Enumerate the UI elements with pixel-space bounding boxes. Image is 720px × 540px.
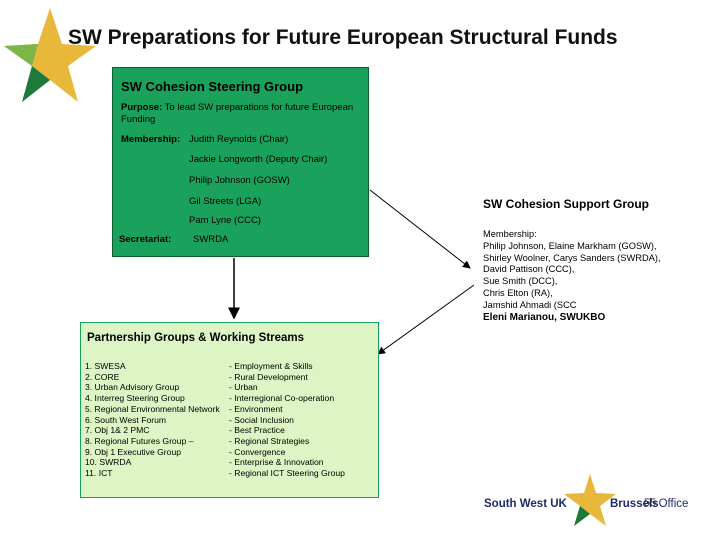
logo-right-text: BrusselsOffice [610,498,688,510]
working-stream: - Regional Strategies [229,435,310,446]
working-stream: - Rural Development [229,371,308,382]
list-item: 7. Obj 1& 2 PMC - Best Practice [85,425,345,436]
steering-member: Pam Lyne (CCC) [189,215,261,226]
list-item: 2. CORE - Rural Development [85,372,345,383]
logo-star-icon [564,474,616,526]
swuk-brussels-logo: South West UK BrusselsOffice [476,468,688,532]
steering-member: Philip Johnson (GOSW) [189,175,290,186]
list-item: 10. SWRDA - Enterprise & Innovation [85,457,345,468]
partnership-heading: Partnership Groups & Working Streams [87,332,305,344]
partnership-group: 6. South West Forum [85,414,167,425]
partnership-group: 5. Regional Environmental Network [85,403,220,414]
steering-group-purpose: Purpose: To lead SW preparations for fut… [121,102,361,126]
support-last-member: Eleni Marianou, SWUKBO [483,311,606,323]
list-item: 4. Interreg Steering Group - Interregiona… [85,393,345,404]
support-membership-line: Chris Elton (RA), [483,287,553,298]
logo-office: Office [658,498,689,510]
page-title: SW Preparations for Future European Stru… [68,26,618,49]
working-stream: - Environment [229,403,283,414]
logo-brussels: Brussels [610,498,659,510]
support-membership-line: Jamshid Ahmadi (SCC [483,299,577,310]
page-number: 55 [644,497,657,509]
partnership-box: Partnership Groups & Working Streams 1. … [80,322,379,498]
working-stream: - Social Inclusion [229,414,294,425]
list-item: 1. SWESA - Employment & Skills [85,361,345,372]
support-membership-line: David Pattison (CCC), [483,264,575,275]
list-item: 6. South West Forum - Social Inclusion [85,415,345,426]
steering-member: Judith Reynolds (Chair) [189,134,289,145]
support-group-membership: Membership: Philip Johnson, Elaine Markh… [483,229,661,323]
partnership-group: 3. Urban Advisory Group [85,382,180,393]
partnership-group: 1. SWESA [85,361,126,371]
arrow-from-support-group [377,284,475,355]
purpose-text: To lead SW preparations for future Europ… [121,102,354,125]
list-item: 9. Obj 1 Executive Group - Convergence [85,447,345,458]
working-stream: - Interregional Co-operation [229,393,335,404]
list-item: 8. Regional Futures Group – - Regional St… [85,436,345,447]
steering-member: Jackie Longworth (Deputy Chair) [189,154,328,165]
partnership-group: 11. ICT [85,468,113,479]
arrow-to-support-group [369,189,471,269]
partnership-group: 10. SWRDA [85,457,132,468]
partnership-group: 9. Obj 1 Executive Group [85,446,182,457]
partnership-group: 7. Obj 1& 2 PMC [85,425,150,436]
membership-label: Membership: [121,134,181,145]
partnership-group: 2. CORE [85,371,120,382]
support-membership-line: Membership: [483,229,537,239]
steering-member: Gil Streets (LGA) [189,196,262,207]
purpose-label: Purpose: [121,102,163,113]
support-group-heading: SW Cohesion Support Group [483,197,649,211]
list-item: 3. Urban Advisory Group - Urban [85,382,345,393]
support-membership-line: Sue Smith (DCC), [483,276,558,287]
steering-group-heading: SW Cohesion Steering Group [121,79,304,94]
working-stream: - Enterprise & Innovation [229,457,324,468]
steering-group-box: SW Cohesion Steering Group Purpose: To l… [112,67,369,257]
list-item: 5. Regional Environmental Network - Envir… [85,404,345,415]
working-stream: - Convergence [229,446,286,457]
working-stream: - Urban [229,382,258,393]
working-stream: - Best Practice [229,425,285,436]
secretariat-value: SWRDA [193,234,229,245]
list-item: 11. ICT - Regional ICT Steering Group [85,468,345,479]
partnership-group: 4. Interreg Steering Group [85,393,185,404]
secretariat-label: Secretariat: [119,234,172,245]
support-membership-line: Philip Johnson, Elaine Markham (GOSW), [483,240,657,251]
working-stream: - Employment & Skills [229,361,313,371]
logo-left-text: South West UK [484,498,567,510]
partnership-list: 1. SWESA - Employment & Skills 2. CORE - R… [85,361,345,479]
working-stream: - Regional ICT Steering Group [229,468,345,479]
support-membership-line: Shirley Woolner, Carys Sanders (SWRDA), [483,252,661,263]
support-group-box: SW Cohesion Support Group Membership: Ph… [474,185,714,331]
star-logo-icon [4,8,96,102]
partnership-group: 8. Regional Futures Group – [85,435,194,446]
